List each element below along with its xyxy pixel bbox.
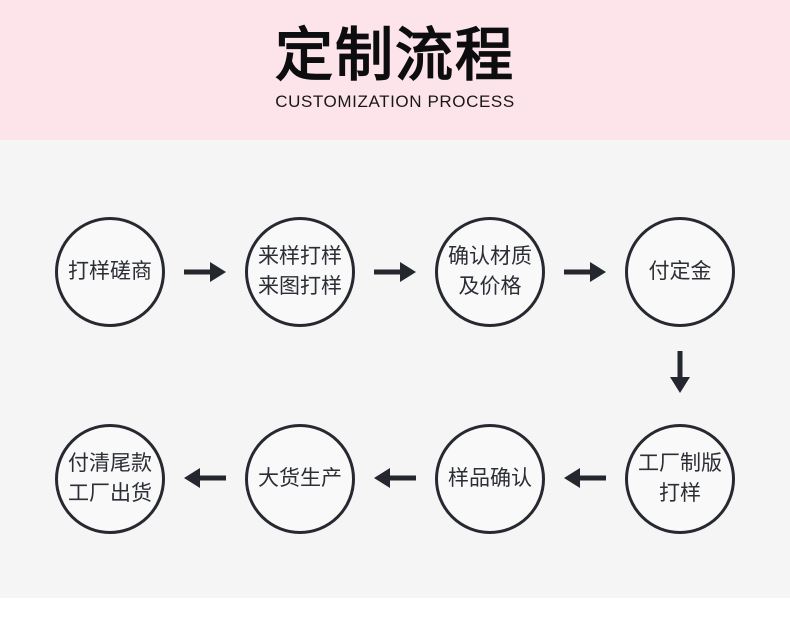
flow-step-label: 工厂制版 xyxy=(638,452,722,475)
flow-step-sample-confirmation: 样品确认 xyxy=(435,424,545,534)
arrow-left-icon xyxy=(184,468,226,488)
flow-step-label: 大货生产 xyxy=(258,467,342,490)
flow-step-pay-balance-ship: 付清尾款 工厂出货 xyxy=(55,424,165,534)
flow-step-label: 打样磋商 xyxy=(68,260,152,283)
page-title: 定制流程 xyxy=(274,23,515,88)
flowchart: 打样磋商 来样打样 来图打样 确认材质 及价格 付定金 xyxy=(0,140,790,598)
arrow-right-icon xyxy=(374,262,416,282)
flow-step-confirm-material-price: 确认材质 及价格 xyxy=(435,217,545,327)
page-subtitle: CUSTOMIZATION PROCESS xyxy=(275,91,515,111)
arrow-right-icon xyxy=(184,262,226,282)
header-banner: 定制流程 CUSTOMIZATION PROCESS xyxy=(0,0,790,140)
flow-step-label: 付定金 xyxy=(648,260,712,283)
bottom-strip xyxy=(0,598,790,619)
arrow-left-icon xyxy=(564,468,606,488)
flow-step-bulk-production: 大货生产 xyxy=(245,424,355,534)
flow-step-label: 工厂出货 xyxy=(68,482,152,505)
flow-step-factory-platemaking-proof: 工厂制版 打样 xyxy=(625,424,735,534)
flow-step-sample-or-drawing-proof: 来样打样 来图打样 xyxy=(245,217,355,327)
flow-step-pay-deposit: 付定金 xyxy=(625,217,735,327)
flow-step-proof-negotiation: 打样磋商 xyxy=(55,217,165,327)
flow-step-label: 来图打样 xyxy=(258,275,342,298)
arrow-down-icon xyxy=(670,351,690,393)
flow-step-label: 确认材质 xyxy=(448,245,532,268)
flow-step-label: 打样 xyxy=(659,482,701,505)
flow-step-label: 及价格 xyxy=(458,275,522,298)
flow-step-label: 付清尾款 xyxy=(68,452,152,475)
flow-step-label: 样品确认 xyxy=(448,467,532,490)
arrow-right-icon xyxy=(564,262,606,282)
flow-step-label: 来样打样 xyxy=(258,245,342,268)
arrow-left-icon xyxy=(374,468,416,488)
